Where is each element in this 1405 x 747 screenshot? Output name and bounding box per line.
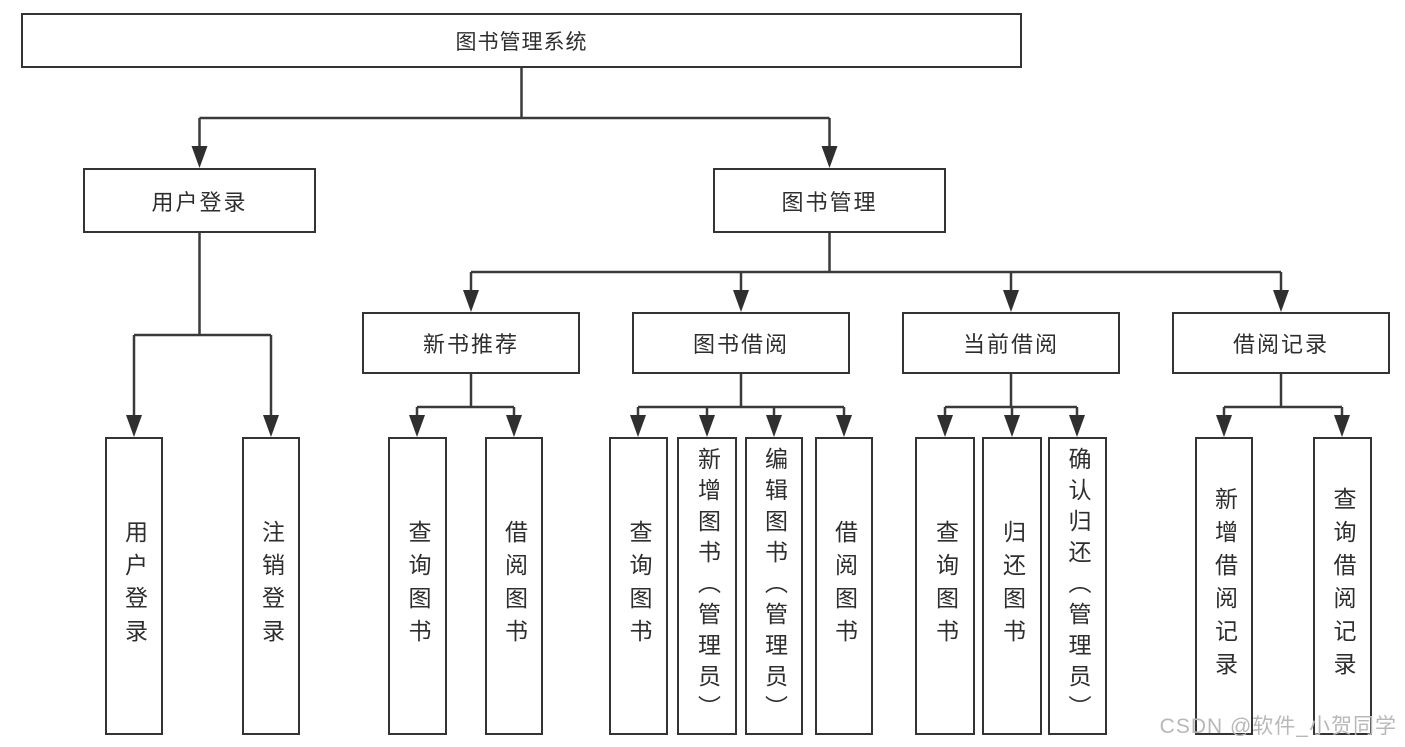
leaf-user-login-label: 用户登录 (121, 520, 148, 652)
leaf-current-confirm-return-admin-label: 确认归还（管理员） (1065, 446, 1091, 726)
leaf-borrow-edit-books-admin-label: 编辑图书（管理员） (761, 446, 788, 726)
node-book-borrow-label: 图书借阅 (692, 332, 789, 357)
node-borrow-records-label: 借阅记录 (1232, 332, 1329, 357)
node-new-book-recommend: 新书推荐 (362, 312, 580, 374)
node-root-label: 图书管理系统 (455, 30, 588, 54)
node-current-borrow-label: 当前借阅 (962, 332, 1059, 357)
node-borrow-records: 借阅记录 (1172, 312, 1390, 374)
node-current-borrow: 当前借阅 (902, 312, 1120, 374)
leaf-records-query-record: 查询借阅记录 (1313, 437, 1372, 735)
leaf-records-add-record: 新增借阅记录 (1195, 437, 1253, 735)
node-new-book-recommend-label: 新书推荐 (422, 332, 519, 357)
node-book-borrow: 图书借阅 (632, 312, 850, 374)
leaf-current-return-books: 归还图书 (982, 437, 1042, 735)
leaf-borrow-borrow-books-label: 借阅图书 (831, 520, 858, 652)
leaf-logout-label: 注销登录 (258, 520, 285, 652)
connector-arrowheads (126, 146, 1350, 437)
leaf-newbook-borrow-books: 借阅图书 (485, 437, 543, 735)
leaf-borrow-borrow-books: 借阅图书 (815, 437, 873, 735)
node-user-login-label: 用户登录 (151, 189, 248, 215)
leaf-current-confirm-return-admin: 确认归还（管理员） (1048, 437, 1107, 735)
leaf-logout: 注销登录 (242, 437, 300, 735)
leaf-borrow-add-books-admin-label: 新增图书（管理员） (694, 446, 721, 726)
leaf-newbook-query-books: 查询图书 (388, 437, 447, 735)
leaf-records-query-record-label: 查询借阅记录 (1330, 487, 1356, 685)
leaf-borrow-query-books: 查询图书 (609, 437, 668, 735)
leaf-user-login: 用户登录 (105, 437, 163, 735)
node-book-management: 图书管理 (713, 168, 946, 233)
leaf-current-query-books: 查询图书 (915, 437, 975, 735)
leaf-borrow-query-books-label: 查询图书 (626, 520, 652, 652)
node-root: 图书管理系统 (21, 13, 1022, 68)
leaf-newbook-query-books-label: 查询图书 (405, 520, 431, 652)
leaf-borrow-edit-books-admin: 编辑图书（管理员） (745, 437, 803, 735)
leaf-records-add-record-label: 新增借阅记录 (1211, 487, 1238, 685)
leaf-borrow-add-books-admin: 新增图书（管理员） (677, 437, 737, 735)
leaf-current-query-books-label: 查询图书 (932, 520, 959, 652)
connector-strokes (132, 68, 1344, 419)
watermark: CSDN @软件_小贺同学 (1159, 715, 1397, 738)
node-book-management-label: 图书管理 (781, 189, 878, 215)
leaf-newbook-borrow-books-label: 借阅图书 (501, 520, 528, 652)
node-user-login: 用户登录 (83, 168, 316, 233)
leaf-current-return-books-label: 归还图书 (999, 520, 1026, 652)
